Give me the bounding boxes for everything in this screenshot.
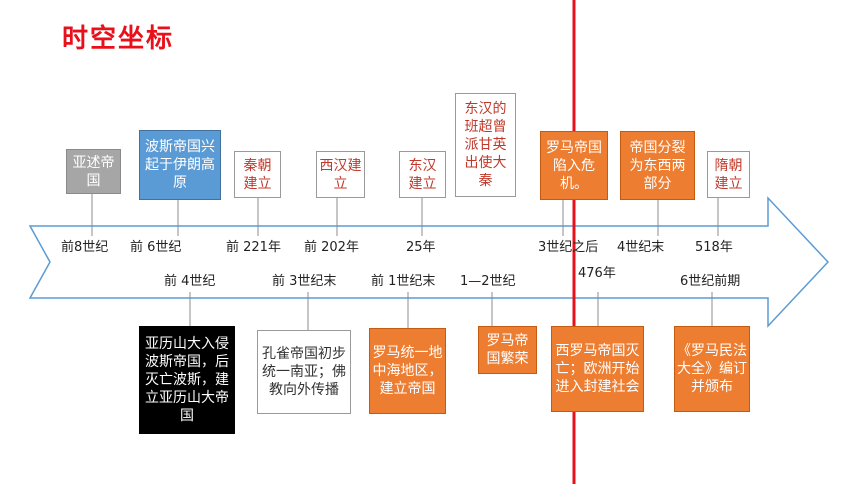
arrow-shape <box>28 196 830 328</box>
event-western-han: 西汉建立 <box>316 151 365 198</box>
connector-lines <box>91 194 719 330</box>
date-label: 4世纪末 <box>617 240 665 255</box>
date-label: 6世纪前期 <box>680 274 741 289</box>
date-label: 前 6世纪 <box>130 240 182 255</box>
event-ban-chao: 东汉的班超曾派甘英出使大秦 <box>455 93 516 197</box>
event-assyria: 亚述帝国 <box>66 149 121 194</box>
event-maurya: 孔雀帝国初步统一南亚；佛教向外传播 <box>257 330 351 414</box>
date-label: 25年 <box>406 240 436 255</box>
date-label: 前 202年 <box>304 240 359 255</box>
event-rome-crisis: 罗马帝国陷入危机。 <box>540 131 608 200</box>
date-label: 前8世纪 <box>61 240 109 255</box>
event-civil-law: 《罗马民法大全》编订并颁布 <box>674 326 750 412</box>
date-label: 前 1世纪末 <box>371 274 436 289</box>
event-qin: 秦朝建立 <box>234 151 281 198</box>
date-label: 476年 <box>578 266 616 281</box>
date-label: 518年 <box>695 240 733 255</box>
event-rome-prosper: 罗马帝国繁荣 <box>478 326 537 374</box>
event-sui: 隋朝建立 <box>707 151 750 198</box>
date-label: 前 4世纪 <box>164 274 216 289</box>
event-eastern-han: 东汉建立 <box>399 151 446 198</box>
event-alexander: 亚历山大入侵波斯帝国，后灭亡波斯，建立亚历山大帝国 <box>139 326 235 434</box>
date-label: 3世纪之后 <box>538 240 599 255</box>
event-persia: 波斯帝国兴起于伊朗高原 <box>139 130 221 200</box>
event-rome-unify: 罗马统一地中海地区，建立帝国 <box>369 328 446 414</box>
date-label: 前 3世纪末 <box>272 274 337 289</box>
date-label: 1—2世纪 <box>460 274 516 289</box>
event-west-rome-fall: 西罗马帝国灭亡；欧洲开始进入封建社会 <box>551 326 644 412</box>
page-title: 时空坐标 <box>62 24 175 54</box>
date-label: 前 221年 <box>226 240 281 255</box>
event-empire-split: 帝国分裂为东西两部分 <box>620 131 695 200</box>
